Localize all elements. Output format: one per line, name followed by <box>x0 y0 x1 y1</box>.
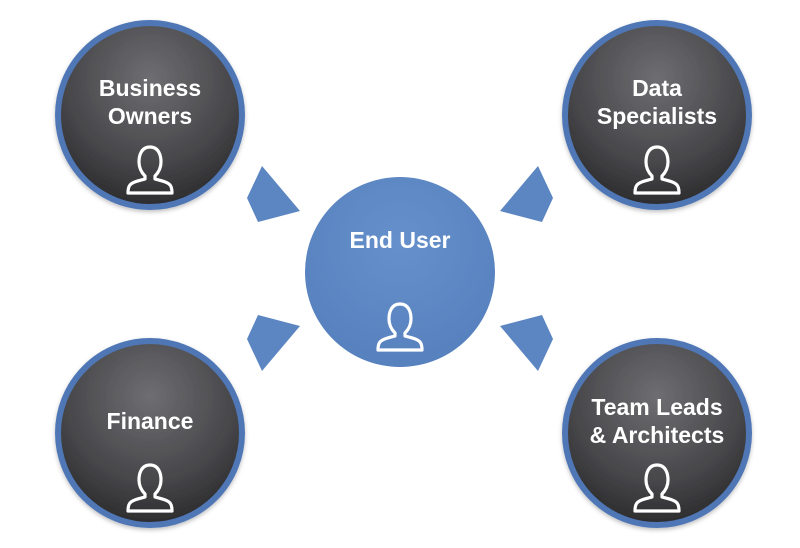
center-node-end-user: End User <box>305 177 495 367</box>
role-node-data-specialists: Data Specialists <box>562 20 752 210</box>
role-label-line2: Specialists <box>597 103 717 129</box>
arrow-finance <box>247 315 300 371</box>
role-label-line1: Business <box>99 75 201 101</box>
role-label-line1: Finance <box>107 408 194 434</box>
role-node-business-owners: Business Owners <box>55 20 245 210</box>
role-node-finance: Finance <box>55 338 245 528</box>
chevron-arrow-icon <box>247 315 300 371</box>
chevron-arrow-icon <box>247 166 300 222</box>
arrow-business-owners <box>247 166 300 222</box>
role-label-line2: Owners <box>108 103 192 129</box>
center-label: End User <box>350 227 451 253</box>
role-label-line1: Data <box>632 75 682 101</box>
role-node-team-leads-architects: Team Leads & Architects <box>562 338 752 528</box>
arrow-data-specialists <box>500 166 553 222</box>
arrow-team-leads <box>500 315 553 371</box>
chevron-arrow-icon <box>500 166 553 222</box>
role-label-line2: & Architects <box>590 422 725 448</box>
role-label-line1: Team Leads <box>591 394 722 420</box>
chevron-arrow-icon <box>500 315 553 371</box>
